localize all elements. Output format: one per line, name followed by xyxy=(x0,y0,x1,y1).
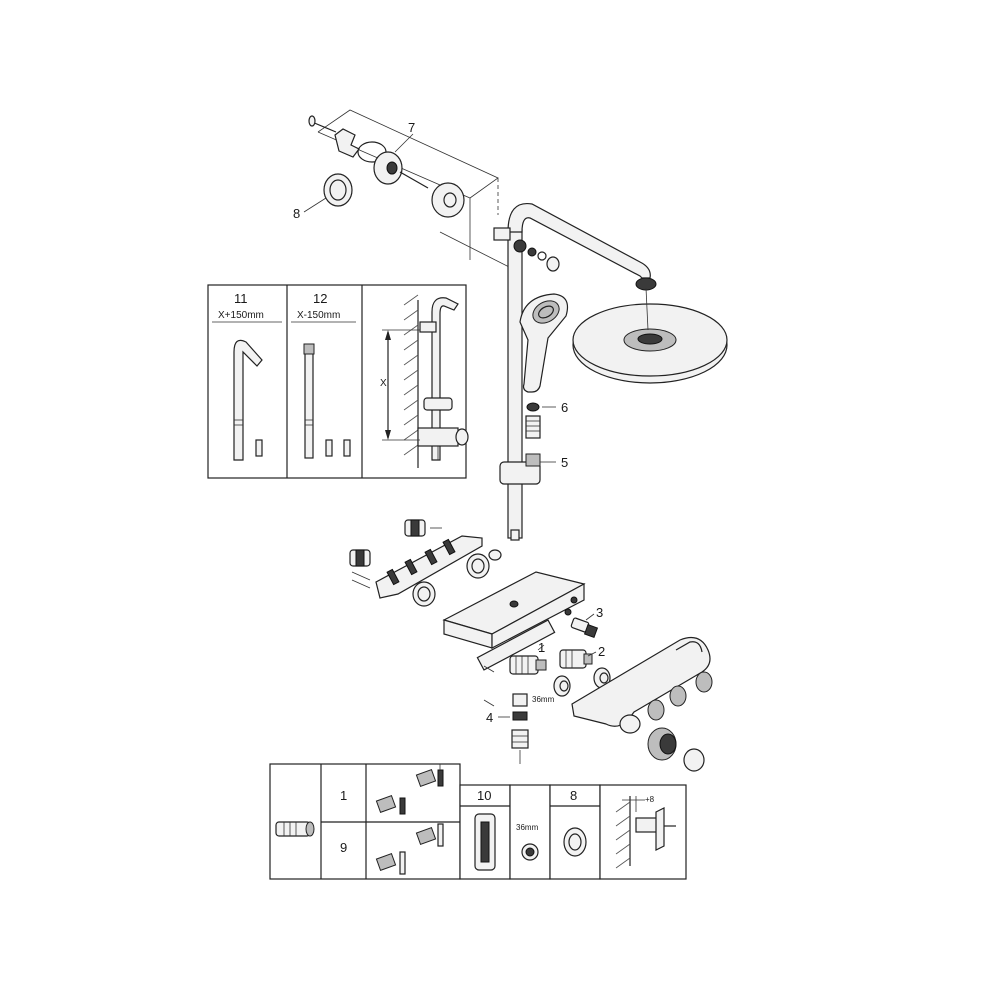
thermostat-shelf-icon xyxy=(442,571,586,671)
shower-arm xyxy=(507,202,651,279)
wall-bracket-assembly: 7 8 xyxy=(293,109,516,271)
mounting-plate-icon xyxy=(375,535,483,599)
spare-row-9: 9 xyxy=(340,840,347,855)
cartridge-2-icon xyxy=(559,649,593,669)
mount-plate-icon xyxy=(373,151,429,189)
face-plate-icon xyxy=(571,637,711,727)
callout-8: 8 xyxy=(293,206,300,221)
installation-dimension-icon xyxy=(382,294,469,468)
size-36mm-label: 36mm xyxy=(532,695,555,704)
wrench-sleeve-icon xyxy=(474,813,496,871)
variant-11-number: 11 xyxy=(234,291,248,306)
callout-6: 6 xyxy=(561,400,568,415)
fixing-nut-icon xyxy=(493,227,511,241)
callout-3: 3 xyxy=(596,605,603,620)
rosette-icon xyxy=(323,173,353,207)
spare-row-1: 1 xyxy=(340,788,347,803)
cap-disc-icon xyxy=(683,748,705,772)
long-pipe-icon xyxy=(233,339,263,461)
thermostat-assembly: 3 1 2 36mm xyxy=(349,519,611,764)
cartridge-pair-alt-icon xyxy=(375,823,444,875)
face-plate-assembly xyxy=(571,637,713,772)
cartridge-1-icon xyxy=(509,655,547,675)
short-pipe-icon xyxy=(303,343,351,459)
outlet-connector-icon xyxy=(511,693,529,764)
wall-offset-label: +8 xyxy=(645,795,655,804)
dimension-x-label: X xyxy=(380,378,387,389)
callout-2: 2 xyxy=(598,644,605,659)
spare-part-8: 8 xyxy=(570,788,577,803)
callout-1: 1 xyxy=(538,640,545,655)
callout-4: 4 xyxy=(486,710,493,725)
spare-part-10: 10 xyxy=(477,788,491,803)
rain-shower-head-icon xyxy=(572,287,728,384)
variant-12-number: 12 xyxy=(313,291,327,306)
escutcheon-icon xyxy=(431,182,465,218)
hose-nut-icon xyxy=(525,415,541,439)
callout-5: 5 xyxy=(561,455,568,470)
riser-pipe xyxy=(507,229,523,539)
screw-icon xyxy=(308,115,337,133)
slider-icon xyxy=(499,453,556,485)
thermostat-knob-icon xyxy=(647,727,677,761)
cartridge-pair-icon xyxy=(375,764,444,815)
clip-icon xyxy=(334,128,360,158)
variant-12-dimension: X-150mm xyxy=(297,310,340,321)
rosette-spare-icon xyxy=(563,827,587,857)
shower-rail-assembly: 6 5 xyxy=(493,202,728,541)
connector-icon xyxy=(349,519,426,567)
handle-icon xyxy=(570,617,599,639)
knob-icon xyxy=(647,671,713,721)
fitting-icon xyxy=(275,821,315,837)
seal-icon xyxy=(526,402,540,412)
variants-box: 11 X+150mm 12 X-150mm xyxy=(207,284,469,479)
spare-size-36mm: 36mm xyxy=(516,823,539,832)
variant-11-dimension: X+150mm xyxy=(218,310,264,321)
washer-icon xyxy=(466,553,490,579)
small-screw-icon xyxy=(570,596,578,604)
wall-offset-icon xyxy=(615,796,676,869)
hand-shower-icon xyxy=(519,293,569,393)
fixing-screw-icon xyxy=(513,239,527,253)
spare-parts-table: 1 9 10 xyxy=(269,763,687,880)
callout-7: 7 xyxy=(408,120,415,135)
cap-icon xyxy=(546,256,560,272)
